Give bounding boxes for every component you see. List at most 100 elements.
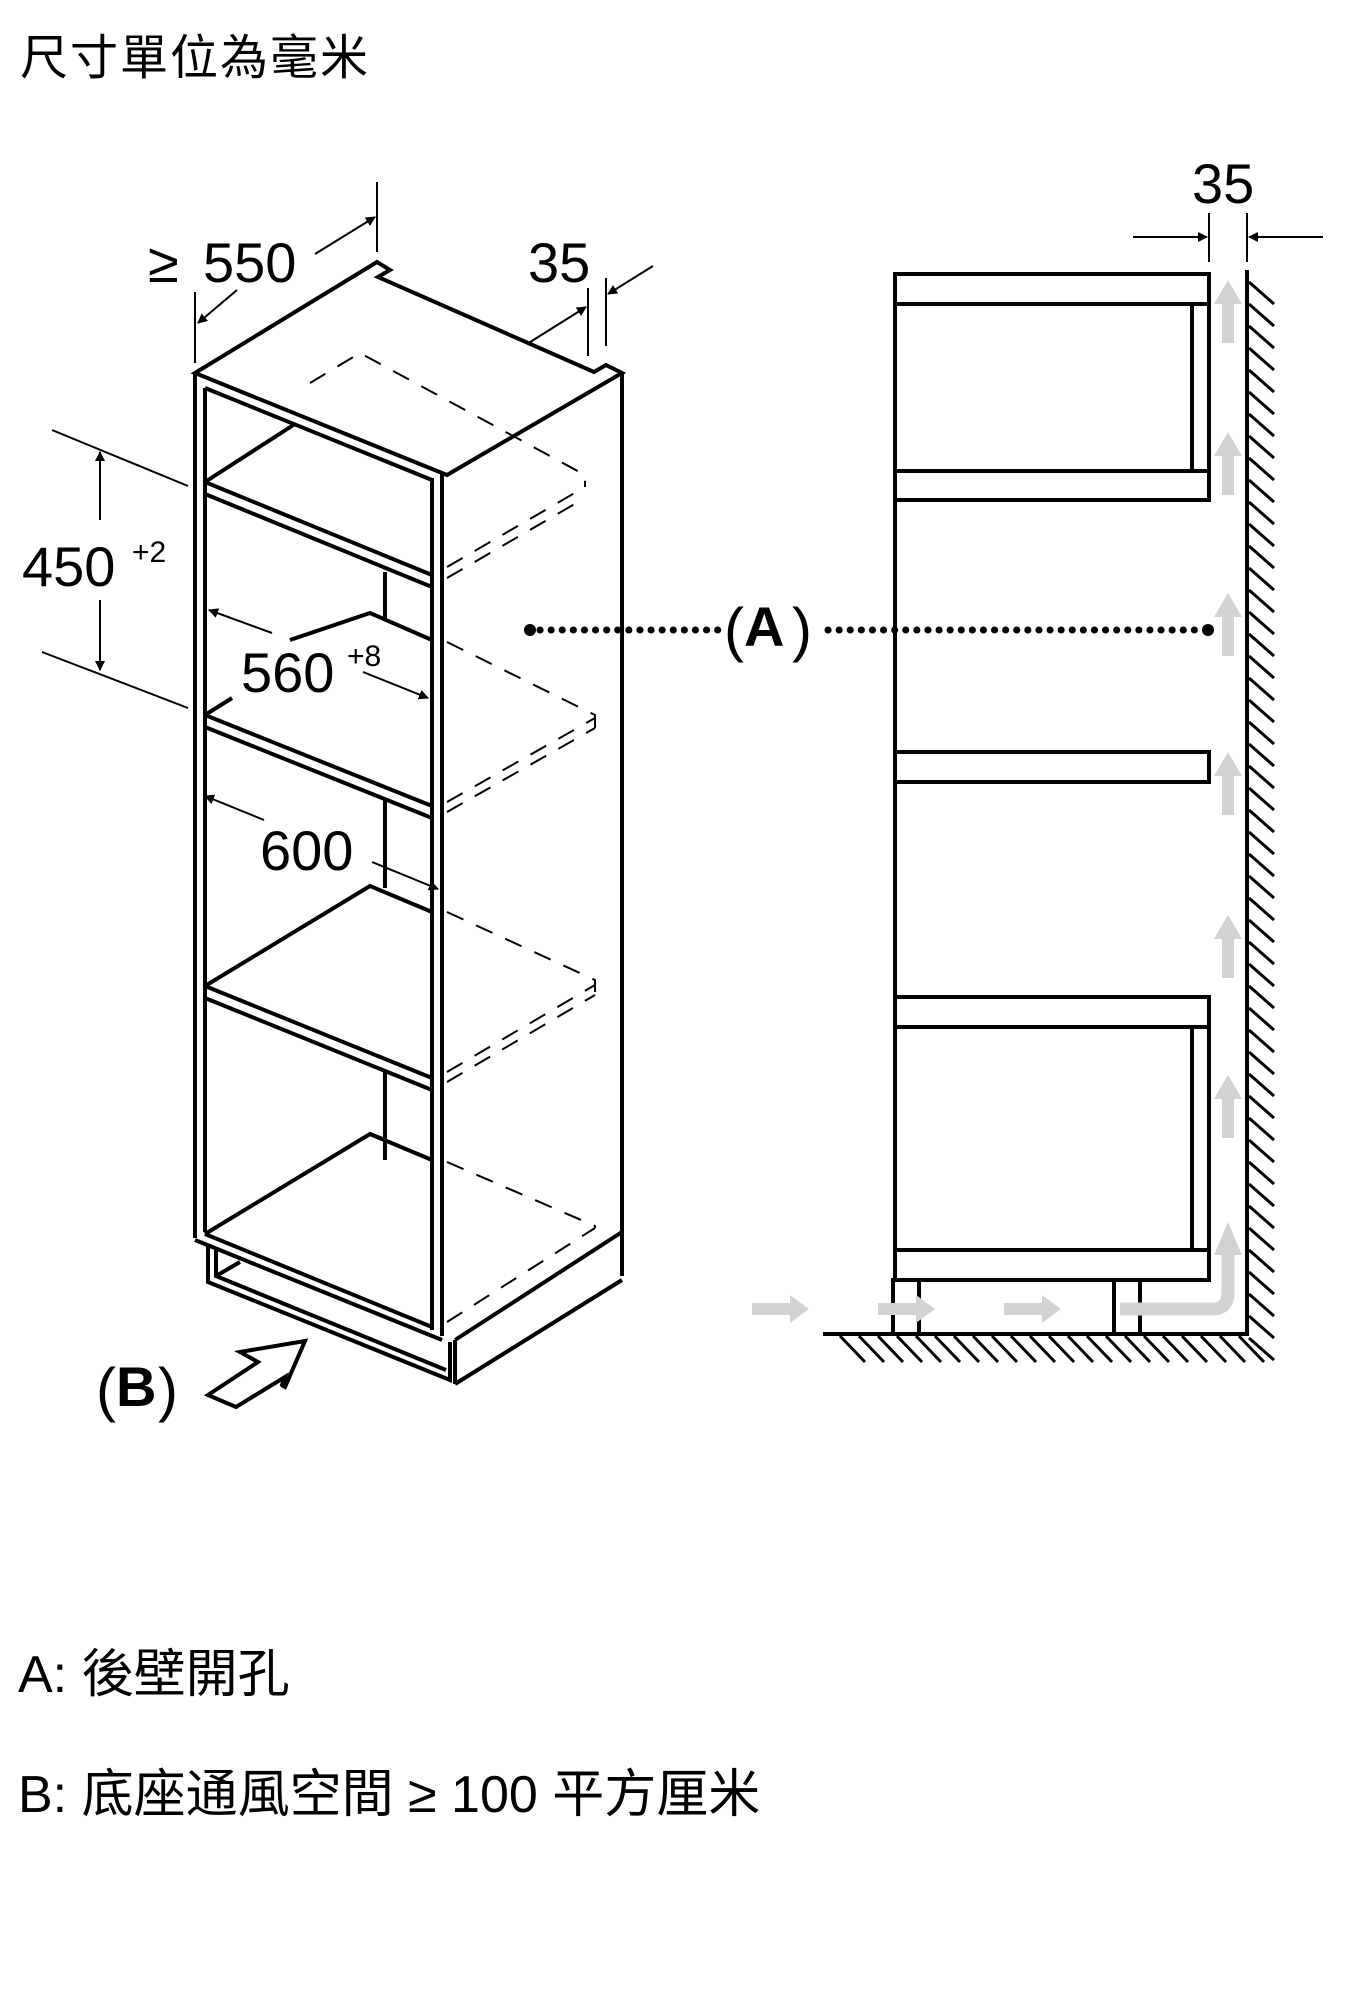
dim-niche-height-value: 450	[22, 535, 115, 598]
hatch-line	[1248, 1204, 1275, 1230]
hatch-line	[1248, 1028, 1275, 1054]
hatch-line	[1248, 830, 1275, 856]
appliance-top	[893, 995, 1211, 1029]
hatch-line	[1248, 654, 1275, 680]
hatch-line	[1248, 874, 1275, 900]
hatch-line	[1248, 720, 1275, 746]
floor-hatch	[838, 1334, 1266, 1364]
airflow-arrows	[752, 280, 1242, 1323]
hatch-line	[1248, 566, 1275, 592]
hatch-line	[990, 1334, 1019, 1364]
hatch-line	[1248, 1226, 1275, 1252]
hatch-line	[1248, 1006, 1275, 1032]
dim-depth: ≥ 550	[148, 182, 378, 363]
hatch-line	[1248, 1336, 1275, 1362]
dim-cabinet-width-value: 600	[260, 819, 353, 882]
hatch-line	[1104, 1334, 1133, 1364]
cabinet-floor	[194, 1122, 443, 1342]
airflow-elbow-arrow-icon	[1120, 1255, 1235, 1316]
hatch-line	[1248, 478, 1275, 504]
shelf-1	[203, 422, 433, 620]
units-note: 尺寸單位為毫米	[20, 32, 371, 85]
svg-text:): )	[792, 596, 812, 663]
hatch-line	[857, 1334, 886, 1364]
hatch-line	[1248, 764, 1275, 790]
hatch-line	[876, 1334, 905, 1364]
dim-niche-width-tolerance: +8	[347, 640, 381, 673]
hatch-line	[1248, 1292, 1275, 1318]
dim-niche-height-tolerance: +2	[132, 536, 166, 569]
upper-shelf	[893, 469, 1211, 502]
hatch-line	[1248, 456, 1275, 482]
hatch-line	[838, 1334, 867, 1364]
hatch-line	[1248, 808, 1275, 834]
hatch-line	[1248, 302, 1275, 328]
hatch-line	[1248, 918, 1275, 944]
dim-rear-gap-side-value: 35	[1192, 152, 1254, 215]
hatch-line	[1248, 280, 1275, 306]
hatch-line	[1142, 1334, 1171, 1364]
hatch-line	[1218, 1334, 1247, 1364]
airflow-up-arrow-icon	[1214, 432, 1242, 495]
callout-a: ( A )	[524, 595, 1214, 663]
side-section-view: 35 ( A )	[524, 152, 1323, 1364]
hatch-line	[1248, 1270, 1275, 1296]
dim-rear-gap-iso-value: 35	[528, 231, 590, 294]
dim-rear-gap-side: 35	[1133, 152, 1323, 262]
hatch-line	[1248, 588, 1275, 614]
hatch-line	[1161, 1334, 1190, 1364]
hatch-line	[1047, 1334, 1076, 1364]
hatch-line	[1248, 1050, 1275, 1076]
airflow-right-arrow-icon	[1004, 1295, 1061, 1323]
callout-b: ( B )	[96, 1338, 309, 1423]
dim-niche-width: 560 +8	[208, 608, 429, 704]
hatch-line	[1248, 940, 1275, 966]
hatch-line	[1085, 1334, 1114, 1364]
svg-text:): )	[158, 1356, 178, 1423]
hatch-line	[1248, 1160, 1275, 1186]
legend-item-b: B: 底座通風空間 ≥ 100 平方厘米	[18, 1752, 760, 1827]
airflow-up-arrow-icon	[1214, 593, 1242, 656]
hatch-line	[1009, 1334, 1038, 1364]
hatch-line	[1248, 1116, 1275, 1142]
svg-text:(: (	[96, 1356, 116, 1423]
hatch-line	[1180, 1334, 1209, 1364]
hatch-line	[1248, 1094, 1275, 1120]
hatch-line	[1248, 896, 1275, 922]
top-panel	[893, 272, 1211, 306]
airflow-up-arrow-icon	[1214, 915, 1242, 978]
hatch-line	[1248, 632, 1275, 658]
niche-back-edge	[289, 610, 433, 642]
dim-niche-height: 450 +2	[22, 429, 189, 709]
legend-text: 底座通風空間 ≥ 100 平方厘米	[81, 1766, 761, 1824]
svg-text:(: (	[724, 596, 744, 663]
hatch-line	[971, 1334, 1000, 1364]
hatch-line	[1248, 522, 1275, 548]
hatch-line	[952, 1334, 981, 1364]
shelf-2	[203, 696, 433, 888]
hatch-line	[1248, 1248, 1275, 1274]
installation-diagram: ≥ 550 35 450 +2 560 +8	[22, 152, 1323, 1423]
dim-depth-prefix: ≥	[148, 231, 179, 294]
hidden-edges	[309, 351, 596, 1323]
hatch-line	[1248, 676, 1275, 702]
hatch-line	[1248, 1138, 1275, 1164]
middle-shelf	[893, 750, 1211, 784]
hatch-line	[1248, 852, 1275, 878]
cabinet-top	[190, 259, 627, 478]
base-panel	[893, 1248, 1211, 1282]
hatch-line	[1248, 1182, 1275, 1208]
callout-a-letter: A	[744, 595, 784, 658]
airflow-right-arrow-icon	[752, 1295, 809, 1323]
hatch-line	[1248, 368, 1275, 394]
hatch-line	[1028, 1334, 1057, 1364]
hatch-line	[1248, 346, 1275, 372]
hatch-line	[1248, 984, 1275, 1010]
shelf-3	[203, 883, 433, 1160]
airflow-right-arrow-icon	[878, 1295, 935, 1323]
hatch-line	[1123, 1334, 1152, 1364]
intake-arrow-icon	[203, 1338, 309, 1410]
dim-rear-gap-iso: 35	[526, 231, 654, 356]
legend-key: B:	[18, 1766, 68, 1824]
callout-b-letter: B	[116, 1355, 156, 1418]
